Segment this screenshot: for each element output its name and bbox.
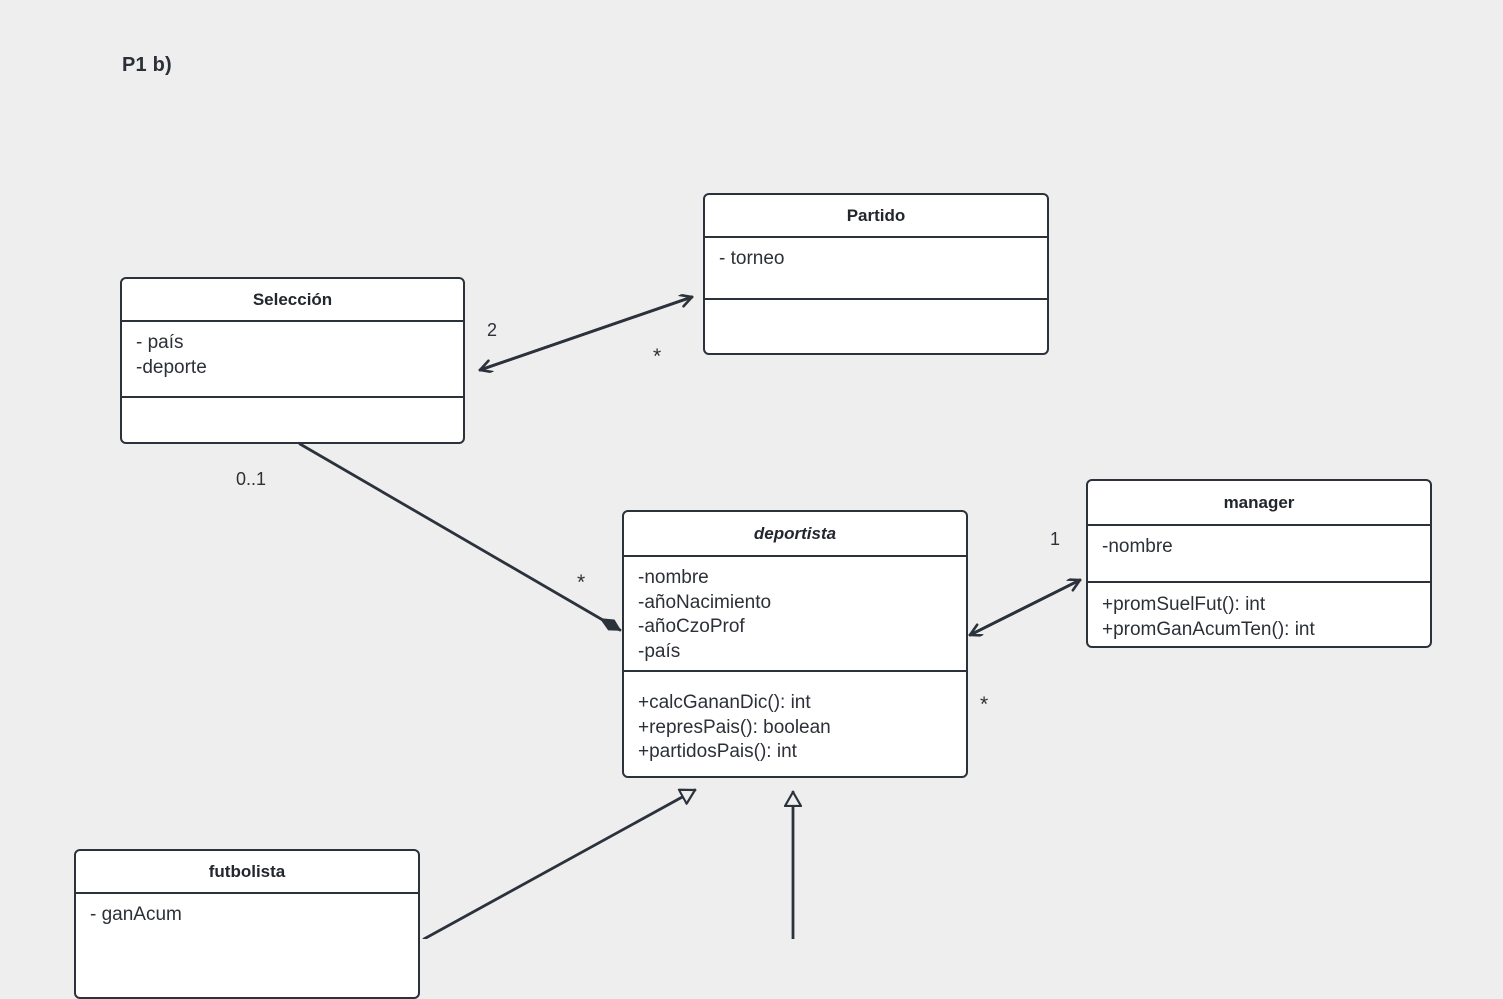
method-row: +promSuelFut(): int [1102,594,1266,615]
multiplicity-deportista-seleccion: * [577,571,586,594]
attribute-row: - ganAcum [90,904,182,925]
edge-deportista-manager [968,580,1082,635]
class-name-futbolista: futbolista [208,861,286,881]
attribute-row: -país [638,640,681,662]
method-row: +represPais(): boolean [638,716,831,738]
attribute-row: -añoNacimiento [638,591,772,613]
method-row: +promGanAcumTen(): int [1102,618,1315,640]
attribute-row: -deporte [136,356,207,378]
page-title: P1 b) [122,54,172,76]
multiplicity-partido-seleccion: * [653,345,662,368]
class-separator [624,555,966,557]
class-separator [705,298,1047,300]
methods-seleccion [122,398,463,413]
attribute-row: -añoCzoProf [638,616,745,637]
class-separator [1088,581,1430,583]
attribute-row: -nombre [1102,536,1173,557]
method-row: +partidosPais(): int [638,741,797,762]
relationship-edges [298,0,1082,939]
methods-partido [705,300,1047,315]
multiplicity-deportista-manager: * [980,693,989,716]
uml-diagram-canvas: P1 b) [74,0,1432,999]
edge-futbolista-deportista [422,788,697,939]
class-box-partido[interactable]: Partido - torneo [703,193,1049,355]
methods-deportista: +calcGananDic(): int +represPais(): bool… [624,672,966,771]
class-separator [705,236,1047,238]
class-separator [624,670,966,672]
attribute-row: -nombre [638,567,709,588]
class-name-partido: Partido [846,205,906,225]
attributes-seleccion: - país -deporte [122,322,463,396]
attributes-manager: -nombre [1088,526,1430,581]
class-name-seleccion: Selección [252,289,333,309]
class-box-manager[interactable]: manager -nombre +promSuelFut(): int +pro… [1086,479,1432,648]
class-separator [76,892,418,894]
class-box-futbolista[interactable]: futbolista - ganAcum [74,849,420,999]
class-name-deportista: deportista [753,523,837,543]
class-separator [122,320,463,322]
attributes-deportista: -nombre -añoNacimiento -añoCzoProf -país [624,557,966,670]
attributes-partido: - torneo [705,238,1047,298]
method-row: +calcGananDic(): int [638,692,811,713]
multiplicity-seleccion-deportista: 0..1 [236,469,267,489]
attributes-futbolista: - ganAcum [76,894,418,964]
multiplicity-seleccion-partido: 2 [487,320,498,340]
class-box-deportista[interactable]: deportista -nombre -añoNacimiento -añoCz… [622,510,968,778]
class-separator [1088,524,1430,526]
class-name-manager: manager [1223,492,1295,512]
class-separator [122,396,463,398]
multiplicity-manager-deportista: 1 [1050,529,1061,549]
attribute-row: - país [136,332,184,353]
edge-seleccion-deportista [298,442,622,632]
attribute-row: - torneo [719,248,785,269]
methods-manager: +promSuelFut(): int +promGanAcumTen(): i… [1088,583,1430,646]
class-box-seleccion[interactable]: Selección - país -deporte [120,277,465,444]
